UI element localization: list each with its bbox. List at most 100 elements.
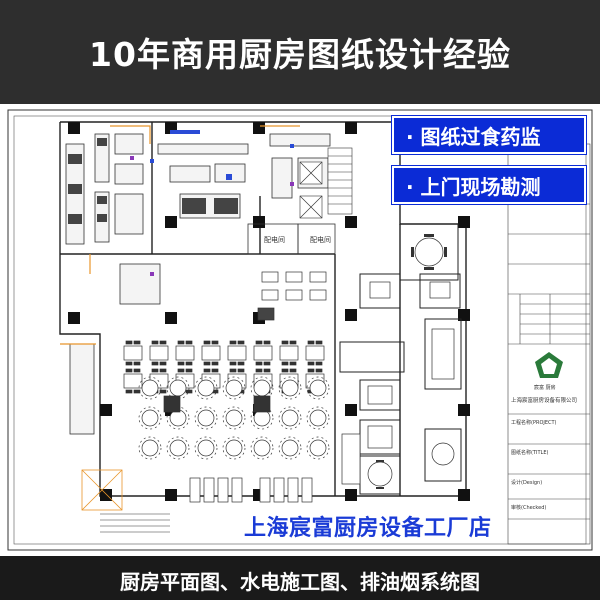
chair — [177, 361, 185, 366]
round-table — [169, 409, 187, 427]
dining-table — [261, 289, 279, 301]
chair — [263, 368, 271, 373]
round-table — [169, 439, 187, 457]
chair — [159, 389, 167, 394]
chair — [177, 340, 185, 345]
dining-table — [309, 271, 327, 283]
shop-name: 上海宸富厨房设备工厂店 — [244, 516, 492, 541]
round-table — [225, 409, 243, 427]
chair — [159, 361, 167, 366]
dark-table — [257, 307, 275, 321]
title-block-drawing: 图纸名称(TITLE) — [511, 449, 548, 456]
chair — [151, 340, 159, 345]
dining-table — [123, 373, 143, 389]
chair — [263, 361, 271, 366]
chair — [281, 361, 289, 366]
dining-table — [227, 345, 247, 361]
kitchen-equipment-dark — [68, 138, 238, 224]
dining-table — [123, 345, 143, 361]
chair — [211, 340, 219, 345]
chair — [185, 361, 193, 366]
round-table-chairs — [138, 436, 162, 460]
chair — [255, 340, 263, 345]
staircase — [299, 147, 353, 219]
chair — [177, 368, 185, 373]
dark-table — [253, 395, 271, 413]
exhaust-duct — [60, 125, 300, 345]
title-block-design: 设计(Design) — [511, 479, 542, 486]
chair — [151, 361, 159, 366]
chair — [185, 340, 193, 345]
chair — [289, 361, 297, 366]
floor-plan-svg: 配电间 配电间 — [7, 109, 593, 551]
chair — [203, 368, 211, 373]
chair — [229, 361, 237, 366]
dining-tables — [123, 271, 330, 460]
chair — [203, 361, 211, 366]
dining-table — [253, 345, 273, 361]
round-table — [169, 379, 187, 397]
dining-table — [285, 289, 303, 301]
round-table — [309, 439, 327, 457]
round-table-chairs — [166, 376, 190, 400]
room-label-electrical-2: 配电间 — [310, 235, 331, 244]
round-table-chairs — [306, 436, 330, 460]
chair — [289, 368, 297, 373]
dining-table — [309, 289, 327, 301]
round-table — [309, 409, 327, 427]
chair — [237, 340, 245, 345]
chair — [281, 368, 289, 373]
chair — [125, 389, 133, 394]
chair — [281, 340, 289, 345]
round-table-chairs — [306, 406, 330, 430]
dining-table — [305, 345, 325, 361]
round-table-chairs — [138, 376, 162, 400]
chair — [125, 340, 133, 345]
chair — [159, 368, 167, 373]
round-table-chairs — [194, 406, 218, 430]
round-table-chairs — [166, 436, 190, 460]
bottom-banner: 厨房平面图、水电施工图、排油烟系统图 — [0, 556, 600, 600]
dining-table — [175, 345, 195, 361]
chair — [133, 389, 141, 394]
room-label-electrical-1: 配电间 — [264, 235, 285, 244]
round-table-chairs — [194, 436, 218, 460]
chair — [255, 368, 263, 373]
chair — [203, 340, 211, 345]
chair — [185, 368, 193, 373]
dining-table — [261, 271, 279, 283]
chair — [211, 361, 219, 366]
chair — [125, 368, 133, 373]
entrance-area — [81, 469, 123, 511]
badge-food-safety-approval: · 图纸过食药监 — [392, 116, 586, 154]
chair — [307, 368, 315, 373]
chair — [125, 361, 133, 366]
chair — [133, 340, 141, 345]
round-table-chairs — [278, 376, 302, 400]
round-table — [197, 439, 215, 457]
round-table-chairs — [194, 376, 218, 400]
dining-table — [279, 345, 299, 361]
services-text: 厨房平面图、水电施工图、排油烟系统图 — [120, 570, 480, 594]
round-table — [281, 439, 299, 457]
title-block-project: 工程名称(PROJECT) — [511, 419, 557, 426]
chair — [237, 368, 245, 373]
badge-onsite-survey: · 上门现场勘测 — [392, 166, 586, 204]
chair — [315, 340, 323, 345]
round-table — [253, 409, 271, 427]
logo-text: 宸富 厨房 — [534, 384, 556, 391]
round-table-chairs — [222, 436, 246, 460]
private-room-chairs — [376, 234, 447, 489]
chair — [211, 368, 219, 373]
chair — [263, 340, 271, 345]
chair — [315, 368, 323, 373]
chair — [289, 340, 297, 345]
round-table — [253, 439, 271, 457]
electrical-rooms — [247, 223, 336, 255]
round-table-chairs — [138, 406, 162, 430]
round-table-chairs — [306, 376, 330, 400]
chair — [133, 368, 141, 373]
booth-seats — [189, 477, 313, 503]
chair — [255, 361, 263, 366]
chair — [159, 340, 167, 345]
